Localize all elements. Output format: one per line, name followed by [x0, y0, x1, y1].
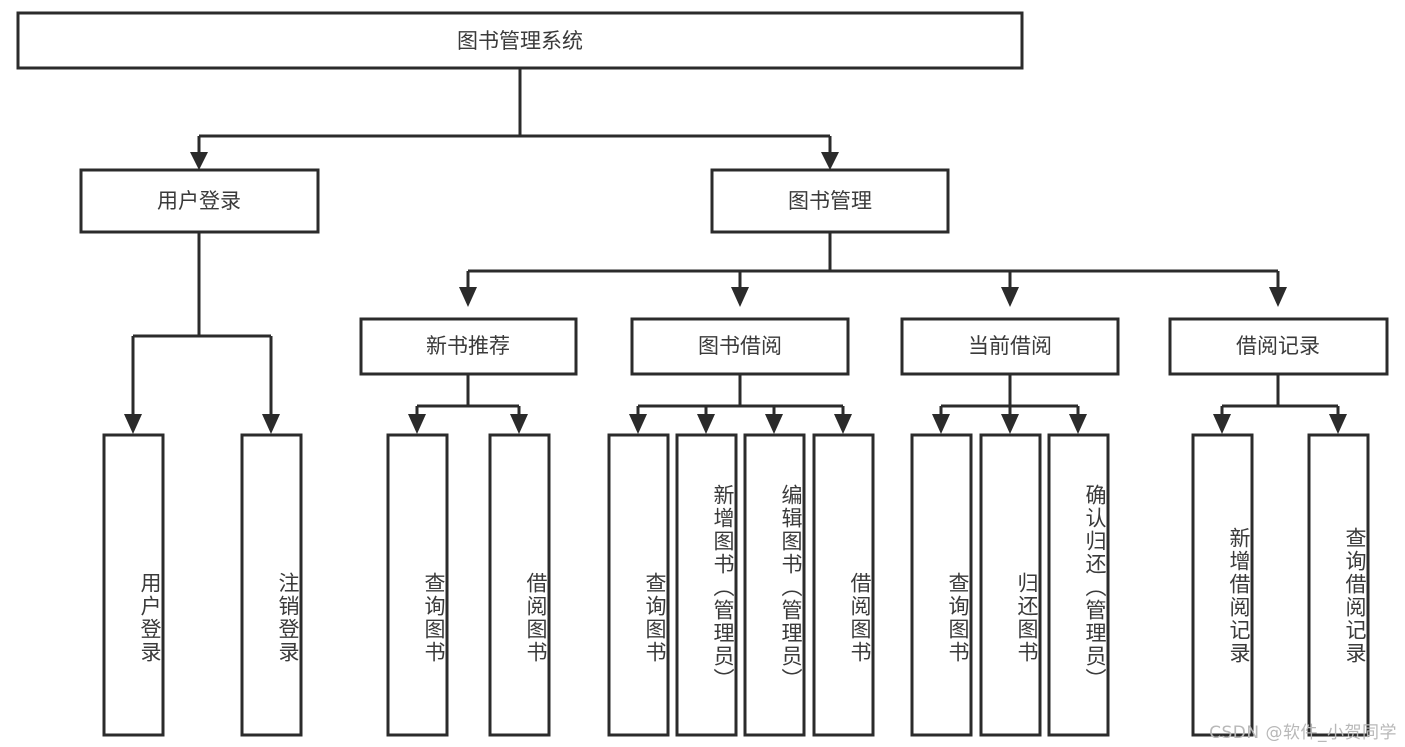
csdn-watermark: CSDN @软件_小贺同学 [1209, 723, 1397, 743]
arrow-head-book-manage [821, 152, 839, 170]
arrow-head-leaf-confirm-return [1069, 414, 1087, 434]
node-current-borrow[interactable]: 当前借阅 [900, 317, 1120, 376]
node-book-manage-label: 图书管理 [788, 189, 872, 213]
node-root-label: 图书管理系统 [457, 29, 583, 53]
node-book-manage-box[interactable] [710, 168, 950, 234]
node-current-borrow-box[interactable] [900, 317, 1120, 376]
leaf-query-book-1-box[interactable] [386, 433, 449, 737]
arrow-head-new-book-recommend [459, 287, 477, 307]
arrow-head-leaf-user-logout [262, 414, 280, 434]
leaf-return-book-box[interactable] [979, 433, 1042, 737]
arrow-head-current-borrow [1001, 287, 1019, 307]
arrow-head-user-login [190, 152, 208, 170]
leaf-query-book-3-box[interactable] [910, 433, 973, 737]
node-borrow-record-label: 借阅记录 [1236, 334, 1320, 358]
node-book-borrow-box[interactable] [630, 317, 850, 376]
node-root[interactable]: 图书管理系统 [16, 11, 1024, 70]
leaf-query-record-box[interactable] [1307, 433, 1370, 737]
arrow-head-leaf-query-record [1329, 414, 1347, 434]
node-new-book-recommend[interactable]: 新书推荐 [359, 317, 578, 376]
node-book-borrow[interactable]: 图书借阅 [630, 317, 850, 376]
leaf-user-logout-box[interactable] [240, 433, 303, 737]
leaf-box-layer [102, 433, 1370, 737]
leaf-add-record-box[interactable] [1191, 433, 1254, 737]
arrow-head-leaf-query-book-1 [408, 414, 426, 434]
arrow-head-borrow-record [1269, 287, 1287, 307]
node-borrow-record[interactable]: 借阅记录 [1168, 317, 1389, 376]
arrow-head-leaf-add-book [697, 414, 715, 434]
arrow-head-leaf-query-book-3 [932, 414, 950, 434]
arrow-head-leaf-user-login [124, 414, 142, 434]
leaf-add-book-box[interactable] [675, 433, 738, 737]
leaf-query-book-2-box[interactable] [607, 433, 670, 737]
arrow-head-leaf-borrow-book-1 [510, 414, 528, 434]
leaf-confirm-return-box[interactable] [1047, 433, 1110, 737]
node-user-login-label: 用户登录 [157, 189, 241, 213]
leaf-edit-book-box[interactable] [743, 433, 806, 737]
leaf-borrow-book-2-box[interactable] [812, 433, 875, 737]
node-new-book-recommend-label: 新书推荐 [426, 334, 510, 358]
arrow-head-leaf-edit-book [765, 414, 783, 434]
node-new-book-recommend-box[interactable] [359, 317, 578, 376]
arrow-head-leaf-return-book [1001, 414, 1019, 434]
node-book-borrow-label: 图书借阅 [698, 334, 782, 358]
node-user-login[interactable]: 用户登录 [79, 168, 320, 234]
leaf-borrow-book-1-box[interactable] [488, 433, 551, 737]
arrow-head-book-borrow [731, 287, 749, 307]
node-book-manage[interactable]: 图书管理 [710, 168, 950, 234]
connector-layer [124, 68, 1347, 434]
arrow-head-leaf-query-book-2 [629, 414, 647, 434]
node-user-login-box[interactable] [79, 168, 320, 234]
leaf-user-login-box[interactable] [102, 433, 165, 737]
node-borrow-record-box[interactable] [1168, 317, 1389, 376]
node-current-borrow-label: 当前借阅 [968, 334, 1052, 358]
node-root-box[interactable] [16, 11, 1024, 70]
arrow-head-leaf-borrow-book-2 [834, 414, 852, 434]
arrow-head-leaf-add-record [1213, 414, 1231, 434]
